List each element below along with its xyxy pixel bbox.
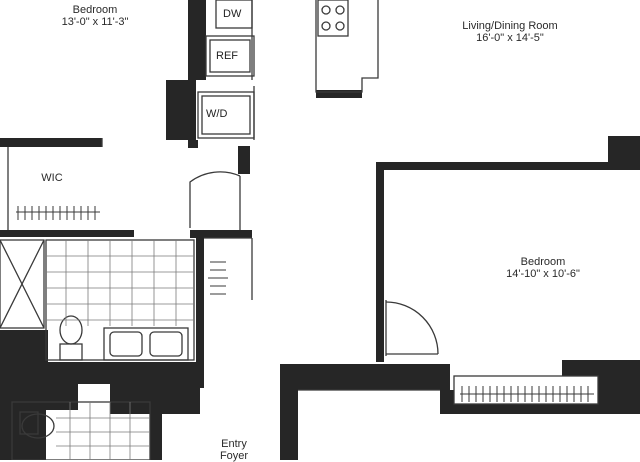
washer-dryer-label: W/D <box>206 108 228 120</box>
wall-segment <box>150 410 162 460</box>
refrigerator-label: REF <box>216 50 238 62</box>
room-dimensions: 16'-0" x 14'-5" <box>476 32 544 44</box>
room-name: WIC <box>41 172 63 184</box>
wall-segment <box>0 230 134 237</box>
washer-dryer-inner <box>201 95 251 135</box>
wall-segment <box>166 80 196 140</box>
wall-segment <box>440 404 640 414</box>
living-dining-label: Living/Dining Room 16'-0" x 14'-5" <box>430 20 590 44</box>
bath-tiles <box>46 240 194 460</box>
refrigerator-inner <box>209 39 251 73</box>
shower-enclosure <box>0 239 45 329</box>
burner <box>321 21 331 31</box>
wall-segment <box>238 146 250 174</box>
toilet-tank <box>59 343 83 361</box>
wall-segment <box>376 348 384 362</box>
toilet-bowl <box>21 413 55 439</box>
wic-label: WIC <box>30 172 74 184</box>
sink <box>109 331 143 357</box>
wall-segment <box>608 136 640 170</box>
wall-segment <box>46 362 196 384</box>
vanity-counter <box>103 327 189 361</box>
refrigerator-outline <box>205 35 255 77</box>
room-dimensions: 13'-0" x 11'-3" <box>61 16 129 28</box>
wall-segment <box>280 364 298 460</box>
room-name: Bedroom <box>520 256 566 268</box>
bath-floor <box>45 239 195 361</box>
closet-ticks <box>17 206 589 402</box>
wall-segment <box>188 0 206 80</box>
kitchen-counter <box>315 0 379 93</box>
wall-segment <box>316 90 362 98</box>
dishwasher-label: DW <box>223 8 242 20</box>
wall-segment <box>40 330 48 370</box>
burner <box>335 21 345 31</box>
wall-segment <box>190 230 252 238</box>
toilet-tank <box>19 411 39 435</box>
burner <box>335 5 345 15</box>
wall-segment <box>188 140 198 148</box>
wall-segment <box>598 372 640 412</box>
door-swing <box>189 171 241 228</box>
thin-lines <box>0 0 599 460</box>
room-name: Entry <box>221 438 247 450</box>
wall-segment <box>0 380 78 410</box>
cooktop <box>317 0 349 37</box>
toilet-bowl <box>59 315 83 345</box>
wall-segment <box>376 162 640 170</box>
sink <box>149 331 183 357</box>
bedroom-right-label: Bedroom 14'-10" x 10'-6" <box>478 256 608 280</box>
wall-segment <box>280 364 450 390</box>
lower-bath-floor <box>11 401 151 460</box>
wall-segment <box>376 162 384 348</box>
room-name: Bedroom <box>72 4 118 16</box>
entry-foyer-label: Entry Foyer <box>206 438 262 462</box>
wall-segment <box>0 138 102 147</box>
room-dimensions: 14'-10" x 10'-6" <box>506 268 580 280</box>
bedroom-closet <box>453 375 599 405</box>
wall-segment <box>196 234 204 388</box>
door-swing <box>385 301 439 355</box>
room-dimensions: Foyer <box>219 450 249 462</box>
shower-cross <box>0 239 45 329</box>
bedroom-top-label: Bedroom 13'-0" x 11'-3" <box>40 4 150 28</box>
wall-segment <box>110 380 200 414</box>
burner <box>321 5 331 15</box>
room-name: Living/Dining Room <box>462 20 558 32</box>
